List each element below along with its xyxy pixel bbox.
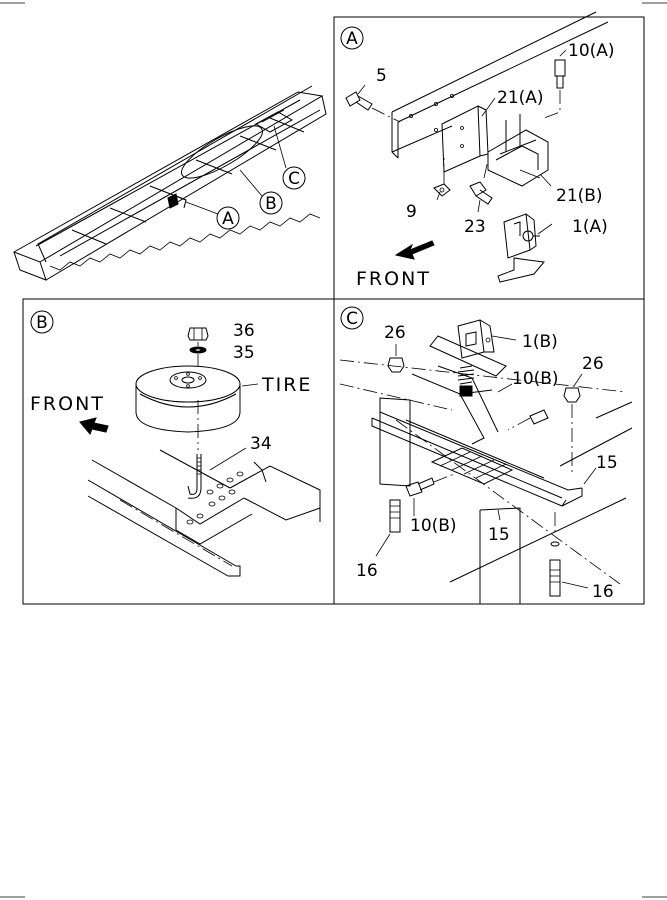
callout-c: C [282,166,306,190]
panel-c-badge: C [340,306,364,330]
callout-a: A [216,206,240,230]
label-9: 9 [406,202,417,222]
label-15-right: 15 [596,453,618,473]
label-10b-top: 10(B) [512,369,559,389]
callout-a-letter: A [222,209,234,229]
svg-text:A: A [346,29,358,49]
label-1b: 1(B) [522,332,558,352]
svg-text:C: C [346,309,358,329]
panel-a-drawing [345,11,609,283]
label-26-left: 26 [384,323,406,343]
label-tire: TIRE [261,374,312,396]
label-5: 5 [376,66,387,86]
panel-b-badge: B [30,310,54,334]
label-34: 34 [250,434,272,454]
label-23: 23 [464,217,486,237]
panel-c-drawing [339,319,633,604]
label-21a: 21(A) [497,88,544,108]
label-10a: 10(A) [568,41,615,61]
callout-b: B [259,191,283,215]
panel-b-frame [22,298,335,605]
overview-chassis-drawing [12,85,327,281]
label-21b: 21(B) [556,186,603,206]
label-16-left: 16 [356,561,378,581]
label-10b-bottom: 10(B) [410,516,457,536]
svg-text:B: B [36,313,48,333]
label-26-right: 26 [582,354,604,374]
panel-a-badge: A [340,26,364,50]
panel-b-drawing [79,327,321,577]
label-35: 35 [233,343,255,363]
callout-c-letter: C [288,169,300,189]
panel-c-frame [333,298,645,605]
callout-b-letter: B [265,194,277,214]
panel-a-front-label: FRONT [356,268,431,290]
label-16-right: 16 [592,582,614,602]
panel-b-front-label: FRONT [30,393,105,415]
label-36: 36 [233,321,255,341]
label-15-bottom: 15 [488,525,510,545]
label-1a: 1(A) [572,217,608,237]
